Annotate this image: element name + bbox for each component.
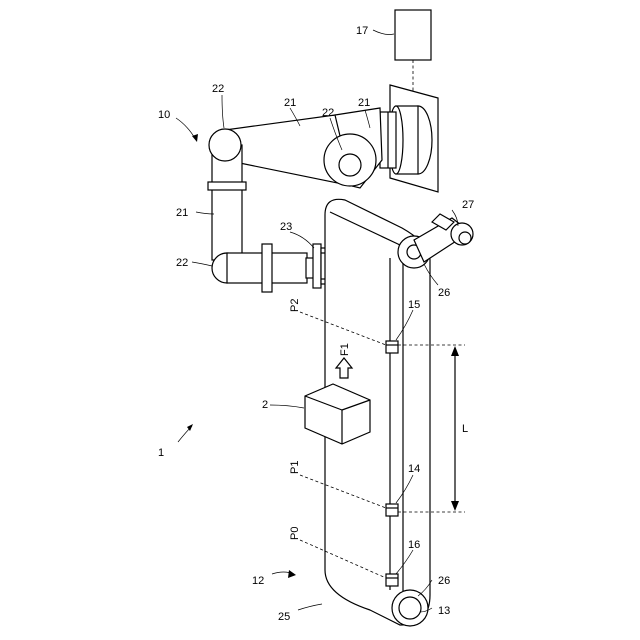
label-joint-bottom: 22 [176, 257, 188, 269]
dimension-arrow-bottom [451, 501, 459, 511]
label-pulley-top: 26 [438, 287, 450, 299]
camera-box [395, 10, 431, 60]
sensor-15 [386, 341, 398, 353]
label-link-right: 21 [358, 97, 370, 109]
leader-2 [270, 405, 304, 408]
sensor-14 [386, 504, 398, 516]
label-p0: P0 [289, 527, 301, 540]
label-motor: 27 [462, 199, 474, 211]
leader-21-left [196, 212, 214, 214]
elbow-joint [209, 129, 241, 161]
label-pulley-bottom: 26 [438, 575, 450, 587]
label-sensor-16: 16 [408, 539, 420, 551]
dimension-arrow-top [451, 346, 459, 356]
motor-shaft [459, 232, 471, 244]
leader-22-bottom [192, 262, 212, 266]
label-robot-system: 10 [158, 109, 170, 121]
tool-flange [313, 244, 321, 288]
label-flow: F1 [339, 343, 351, 356]
label-link-upper: 21 [284, 97, 296, 109]
leader-23 [290, 232, 314, 248]
label-link-left: 21 [176, 207, 188, 219]
wrist-flange [262, 244, 272, 292]
leader-25 [298, 604, 322, 610]
sensor-16 [386, 574, 398, 586]
label-encoder: 13 [438, 605, 450, 617]
label-p2: P2 [289, 299, 301, 312]
label-distance: L [462, 423, 468, 435]
label-joint-top: 22 [212, 83, 224, 95]
encoder-disc [399, 597, 421, 619]
label-workpiece: 2 [262, 399, 268, 411]
label-conveyor: 12 [252, 575, 264, 587]
label-joint-shoulder: 22 [322, 107, 334, 119]
arm-ring [208, 182, 246, 190]
label-camera: 17 [356, 25, 368, 37]
leader-22-top [222, 95, 224, 128]
leader-12-arrow [288, 570, 296, 578]
arm-link-vertical [212, 145, 242, 260]
label-tool: 23 [280, 221, 292, 233]
shoulder-joint-inner [339, 154, 361, 176]
label-belt: 25 [278, 611, 290, 623]
label-system: 1 [158, 447, 164, 459]
label-p1: P1 [289, 461, 301, 474]
label-sensor-15: 15 [408, 299, 420, 311]
label-sensor-14: 14 [408, 463, 420, 475]
leader-17 [373, 30, 394, 35]
